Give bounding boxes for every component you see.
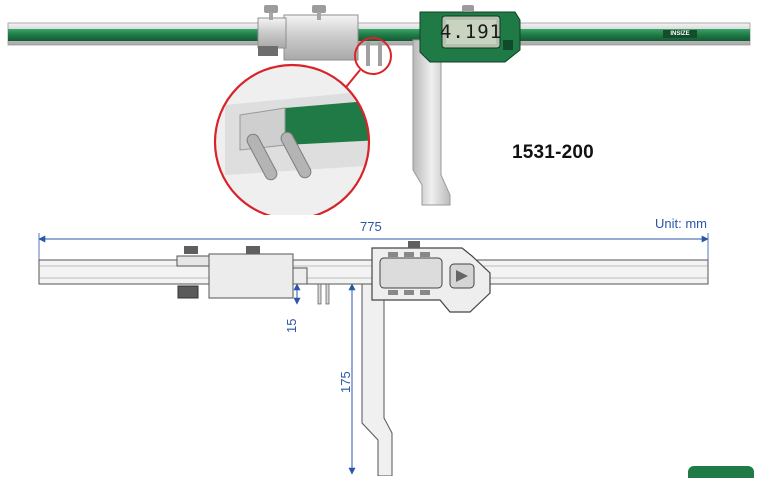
tip-pin-2 bbox=[378, 42, 382, 66]
caliper-photo: 4.191 INSIZE bbox=[0, 0, 757, 215]
drawing-fine-adjust bbox=[177, 285, 199, 299]
corner-badge bbox=[688, 466, 754, 478]
technical-drawing-svg bbox=[38, 233, 709, 476]
dimension-overall-length: 775 bbox=[360, 219, 382, 234]
slider-jaw bbox=[257, 17, 287, 49]
zoom-detail bbox=[215, 65, 369, 215]
display-button bbox=[503, 40, 513, 50]
lock-screw-right bbox=[312, 5, 326, 13]
fine-adjust-wheel bbox=[258, 46, 278, 56]
brand-logo-text: INSIZE bbox=[670, 31, 690, 37]
drawing-slider bbox=[208, 253, 294, 299]
slider-block bbox=[283, 14, 359, 61]
lock-screw-left bbox=[264, 5, 278, 13]
zoom-pin-2 bbox=[280, 131, 312, 179]
caliper-technical-drawing bbox=[0, 228, 757, 476]
zoom-circle-border bbox=[213, 63, 371, 215]
drawing-lcd bbox=[379, 257, 443, 289]
brand-badge bbox=[663, 30, 697, 38]
tip-pin-1 bbox=[366, 42, 370, 66]
unit-label: Unit: mm bbox=[655, 216, 707, 231]
model-number: 1531-200 bbox=[512, 142, 594, 163]
beam-green-stripe bbox=[8, 29, 750, 41]
lcd-reading: 4.191 bbox=[439, 21, 503, 43]
drawing-fixed-jaw bbox=[361, 283, 393, 476]
lcd-screen bbox=[446, 20, 496, 44]
callout-ring-small bbox=[354, 37, 392, 75]
caliper-photo-svg bbox=[7, 5, 751, 215]
zoom-green-bar bbox=[285, 100, 369, 145]
zoom-pin-1 bbox=[246, 133, 278, 181]
fixed-jaw bbox=[412, 39, 451, 206]
